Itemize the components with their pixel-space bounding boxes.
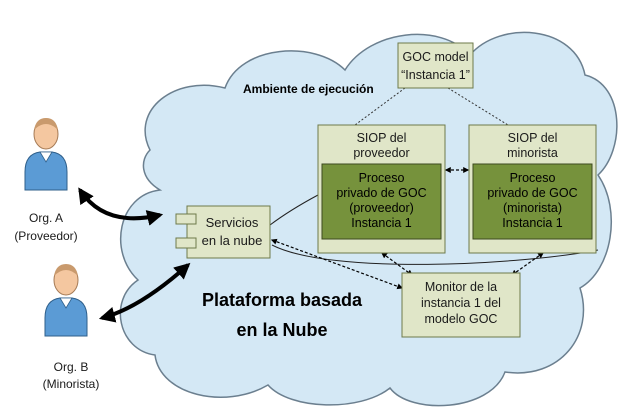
- siop-proveedor-title2: proveedor: [353, 146, 409, 160]
- siop-minorista-title1: SIOP del: [508, 131, 558, 145]
- monitor-line1: Monitor de la: [425, 280, 497, 294]
- component-port-icon: [175, 237, 197, 249]
- arrow-minorista-monitor: [511, 252, 544, 276]
- org-a-line2: (Proveedor): [14, 229, 77, 243]
- siop-proveedor-box: SIOP del proveedor Proceso privado de GO…: [317, 124, 446, 254]
- connector-servicios-proveedor: [269, 194, 319, 226]
- servicios-line2: en la nube: [202, 233, 263, 248]
- siop-minorista-inner-3: (minorista): [503, 201, 562, 215]
- servicios-line1: Servicios: [206, 215, 259, 230]
- servicios-box: Servicios en la nube: [175, 205, 271, 259]
- siop-minorista-inner-2: privado de GOC: [487, 186, 577, 200]
- org-b-line2: (Minorista): [43, 377, 100, 391]
- org-b-line1: Org. B: [54, 360, 89, 374]
- goc-model-line2: “Instancia 1”: [401, 68, 470, 82]
- siop-proveedor-inner-1: Proceso: [359, 171, 405, 185]
- arrow-org-a-servicios: [78, 187, 164, 226]
- siop-proveedor-inner-2: privado de GOC: [336, 186, 426, 200]
- goc-model-line1: GOC model: [403, 50, 469, 64]
- siop-minorista-inner-4: Instancia 1: [502, 216, 563, 230]
- siop-proveedor-title1: SIOP del: [357, 131, 407, 145]
- siop-proveedor-inner-4: Instancia 1: [351, 216, 412, 230]
- plataforma-line2: en la Nube: [236, 320, 327, 340]
- monitor-line3: modelo GOC: [425, 312, 498, 326]
- arrow-servicios-monitor: [270, 238, 404, 290]
- ambiente-label: Ambiente de ejecución: [243, 82, 374, 96]
- monitor-box: Monitor de la instancia 1 del modelo GOC: [401, 272, 521, 338]
- person-icon: [24, 118, 68, 191]
- goc-model-box: GOC model “Instancia 1”: [397, 42, 474, 89]
- person-icon: [44, 264, 88, 337]
- org-a-line1: Org. A: [29, 211, 63, 225]
- siop-minorista-inner-1: Proceso: [510, 171, 556, 185]
- siop-proveedor-inner-3: (proveedor): [349, 201, 414, 215]
- siop-minorista-box: SIOP del minorista Proceso privado de GO…: [468, 124, 597, 254]
- component-port-icon: [175, 213, 197, 225]
- siop-minorista-title2: minorista: [507, 146, 558, 160]
- plataforma-line1: Plataforma basada: [202, 290, 363, 310]
- monitor-line2: instancia 1 del: [421, 296, 501, 310]
- arrow-org-b-servicios: [98, 262, 191, 323]
